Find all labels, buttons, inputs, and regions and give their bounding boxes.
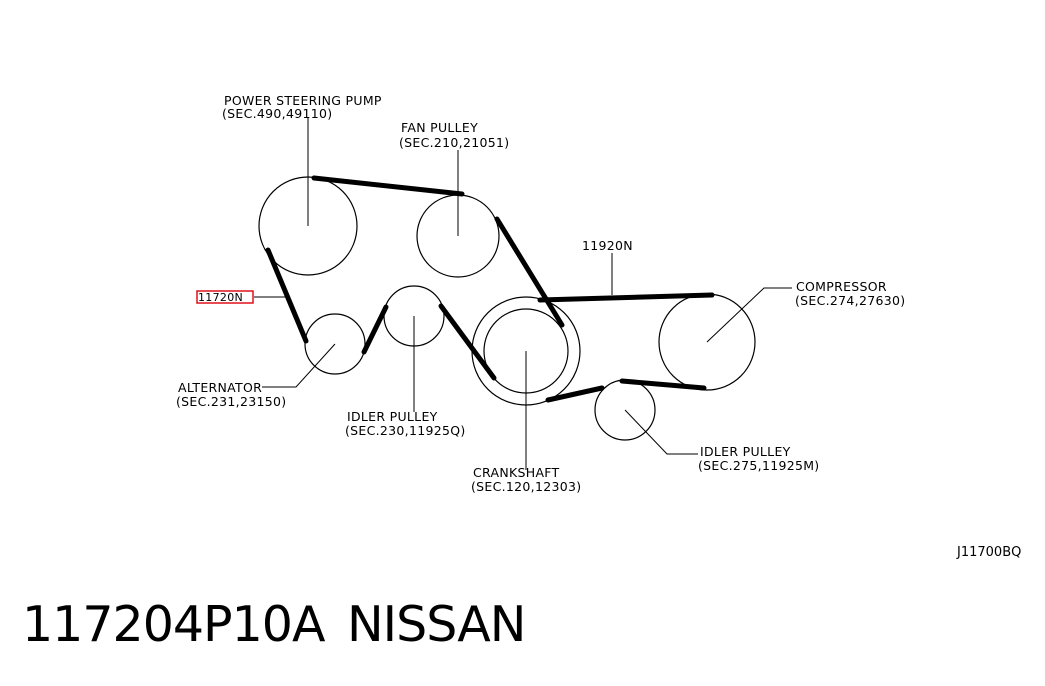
belt-segment-crank-compressor (537, 292, 715, 303)
alternator-ref: (SEC.231,23150) (176, 394, 286, 409)
leader-alternator (262, 343, 336, 388)
belt-segment-idler-crank (438, 303, 497, 381)
belt-segment-idler-crank-lower (545, 385, 605, 403)
belt-segment-compressor-idler (619, 378, 707, 391)
idler-pulley-1-ref: (SEC.230,11925Q) (345, 423, 466, 438)
brand-name: NISSAN (347, 596, 526, 653)
idler-pulley-2-label: IDLER PULLEY (700, 444, 791, 459)
power-steering-pump-label: POWER STEERING PUMP (224, 93, 382, 108)
figure-code: J11700BQ (957, 545, 1022, 560)
fan-pulley-ref: (SEC.210,21051) (399, 135, 509, 150)
power-steering-pump-ref: (SEC.490,49110) (222, 106, 332, 121)
belt-segment-fan-crank (494, 216, 565, 328)
idler-pulley-1-label: IDLER PULLEY (347, 409, 438, 424)
belt-main-label: 11920N (582, 238, 633, 253)
fan-pulley-label: FAN PULLEY (401, 120, 478, 135)
part-number: 117204P10A (22, 596, 325, 653)
compressor-ref: (SEC.274,27630) (795, 293, 905, 308)
alternator-label: ALTERNATOR (178, 380, 262, 395)
alternator-pulley (304, 313, 366, 375)
compressor-label: COMPRESSOR (796, 279, 887, 294)
belt-highlight-box (196, 290, 254, 304)
belt-highlighted-label: 11720N (198, 291, 243, 304)
idler-pulley-2-ref: (SEC.275,11925M) (698, 458, 819, 473)
crankshaft-label: CRANKSHAFT (473, 465, 560, 480)
crankshaft-ref: (SEC.120,12303) (471, 479, 581, 494)
leader-compressor (706, 287, 792, 343)
belt-segment-ps-alt (265, 247, 309, 344)
leader-idler-pulley-2 (624, 409, 698, 455)
belt-segment-alt-idler (361, 304, 389, 355)
belt-segment-ps-fan (311, 175, 465, 197)
